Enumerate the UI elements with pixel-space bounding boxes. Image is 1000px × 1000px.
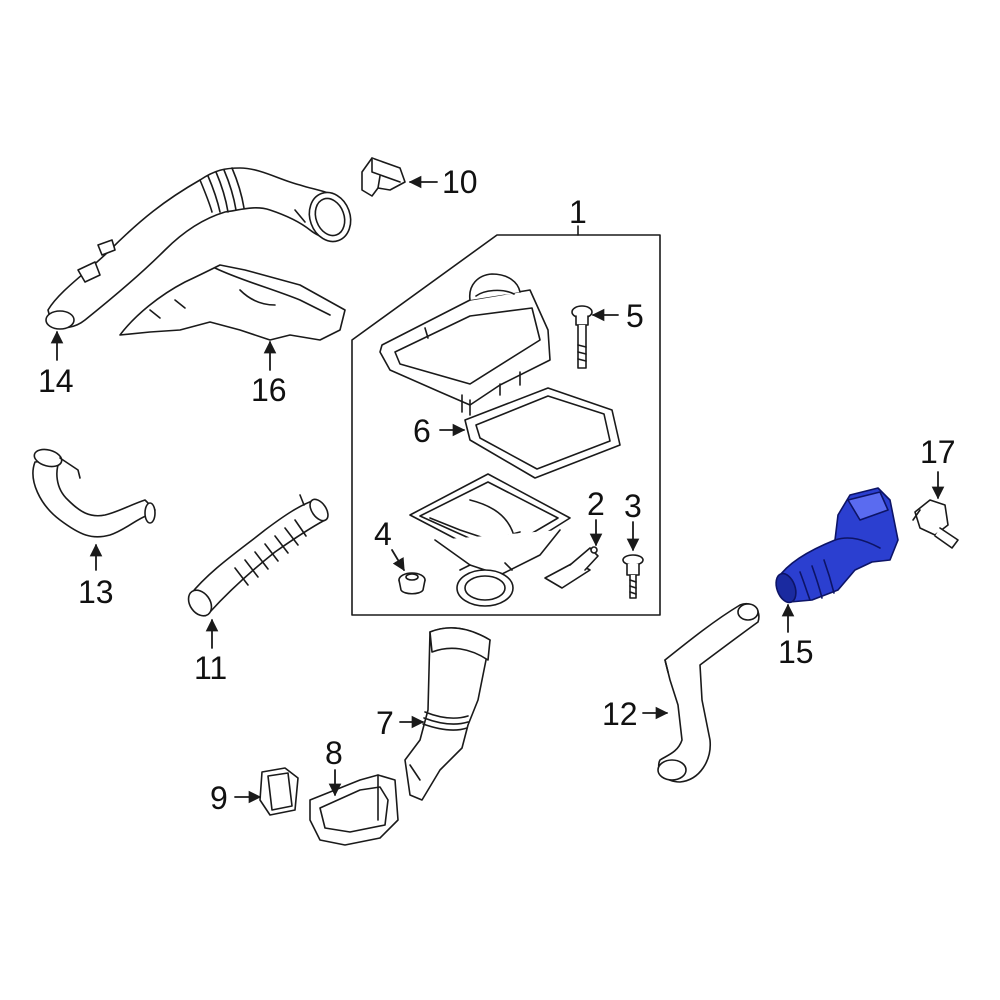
air-filter-element (465, 388, 620, 478)
callout-15: 15 (778, 634, 814, 670)
duct-seal-9 (260, 768, 298, 815)
callout-13: 13 (78, 574, 114, 610)
callout-14: 14 (38, 363, 74, 399)
intake-duct-15-highlighted (772, 488, 898, 605)
bolt-3 (623, 555, 643, 598)
corrugated-tube-11 (184, 495, 332, 620)
air-cleaner-upper-housing (380, 274, 550, 415)
grommet (399, 573, 425, 594)
callout-3: 3 (624, 488, 642, 524)
coolant-hose-13 (32, 447, 155, 537)
intake-duct-8 (310, 775, 398, 845)
airflow-sensor-10 (362, 158, 405, 196)
callout-17: 17 (920, 434, 956, 470)
intake-duct-7 (405, 628, 490, 800)
callout-11: 11 (194, 650, 228, 686)
callout-16: 16 (251, 372, 287, 408)
intake-duct-upper (46, 168, 357, 329)
callout-4: 4 (374, 516, 392, 552)
callout-9: 9 (210, 780, 228, 816)
callout-7: 7 (376, 705, 394, 741)
leader-lines (50, 175, 945, 804)
callout-1: 1 (569, 194, 587, 230)
air-cleaner-assembly-box (351, 225, 661, 616)
callout-10: 10 (442, 164, 478, 200)
callout-5: 5 (626, 298, 644, 334)
leader-4 (391, 549, 405, 572)
callout-12: 12 (602, 696, 638, 732)
callout-2: 2 (587, 486, 605, 522)
intake-resonator-shield (120, 265, 345, 340)
bolt-5 (572, 306, 592, 368)
pressure-sensor-17 (913, 500, 958, 548)
air-cleaner-lower-housing (410, 474, 570, 606)
callout-6: 6 (413, 413, 431, 449)
callout-8: 8 (325, 735, 343, 771)
mounting-bracket (545, 547, 598, 588)
intake-hose-12 (658, 604, 759, 782)
